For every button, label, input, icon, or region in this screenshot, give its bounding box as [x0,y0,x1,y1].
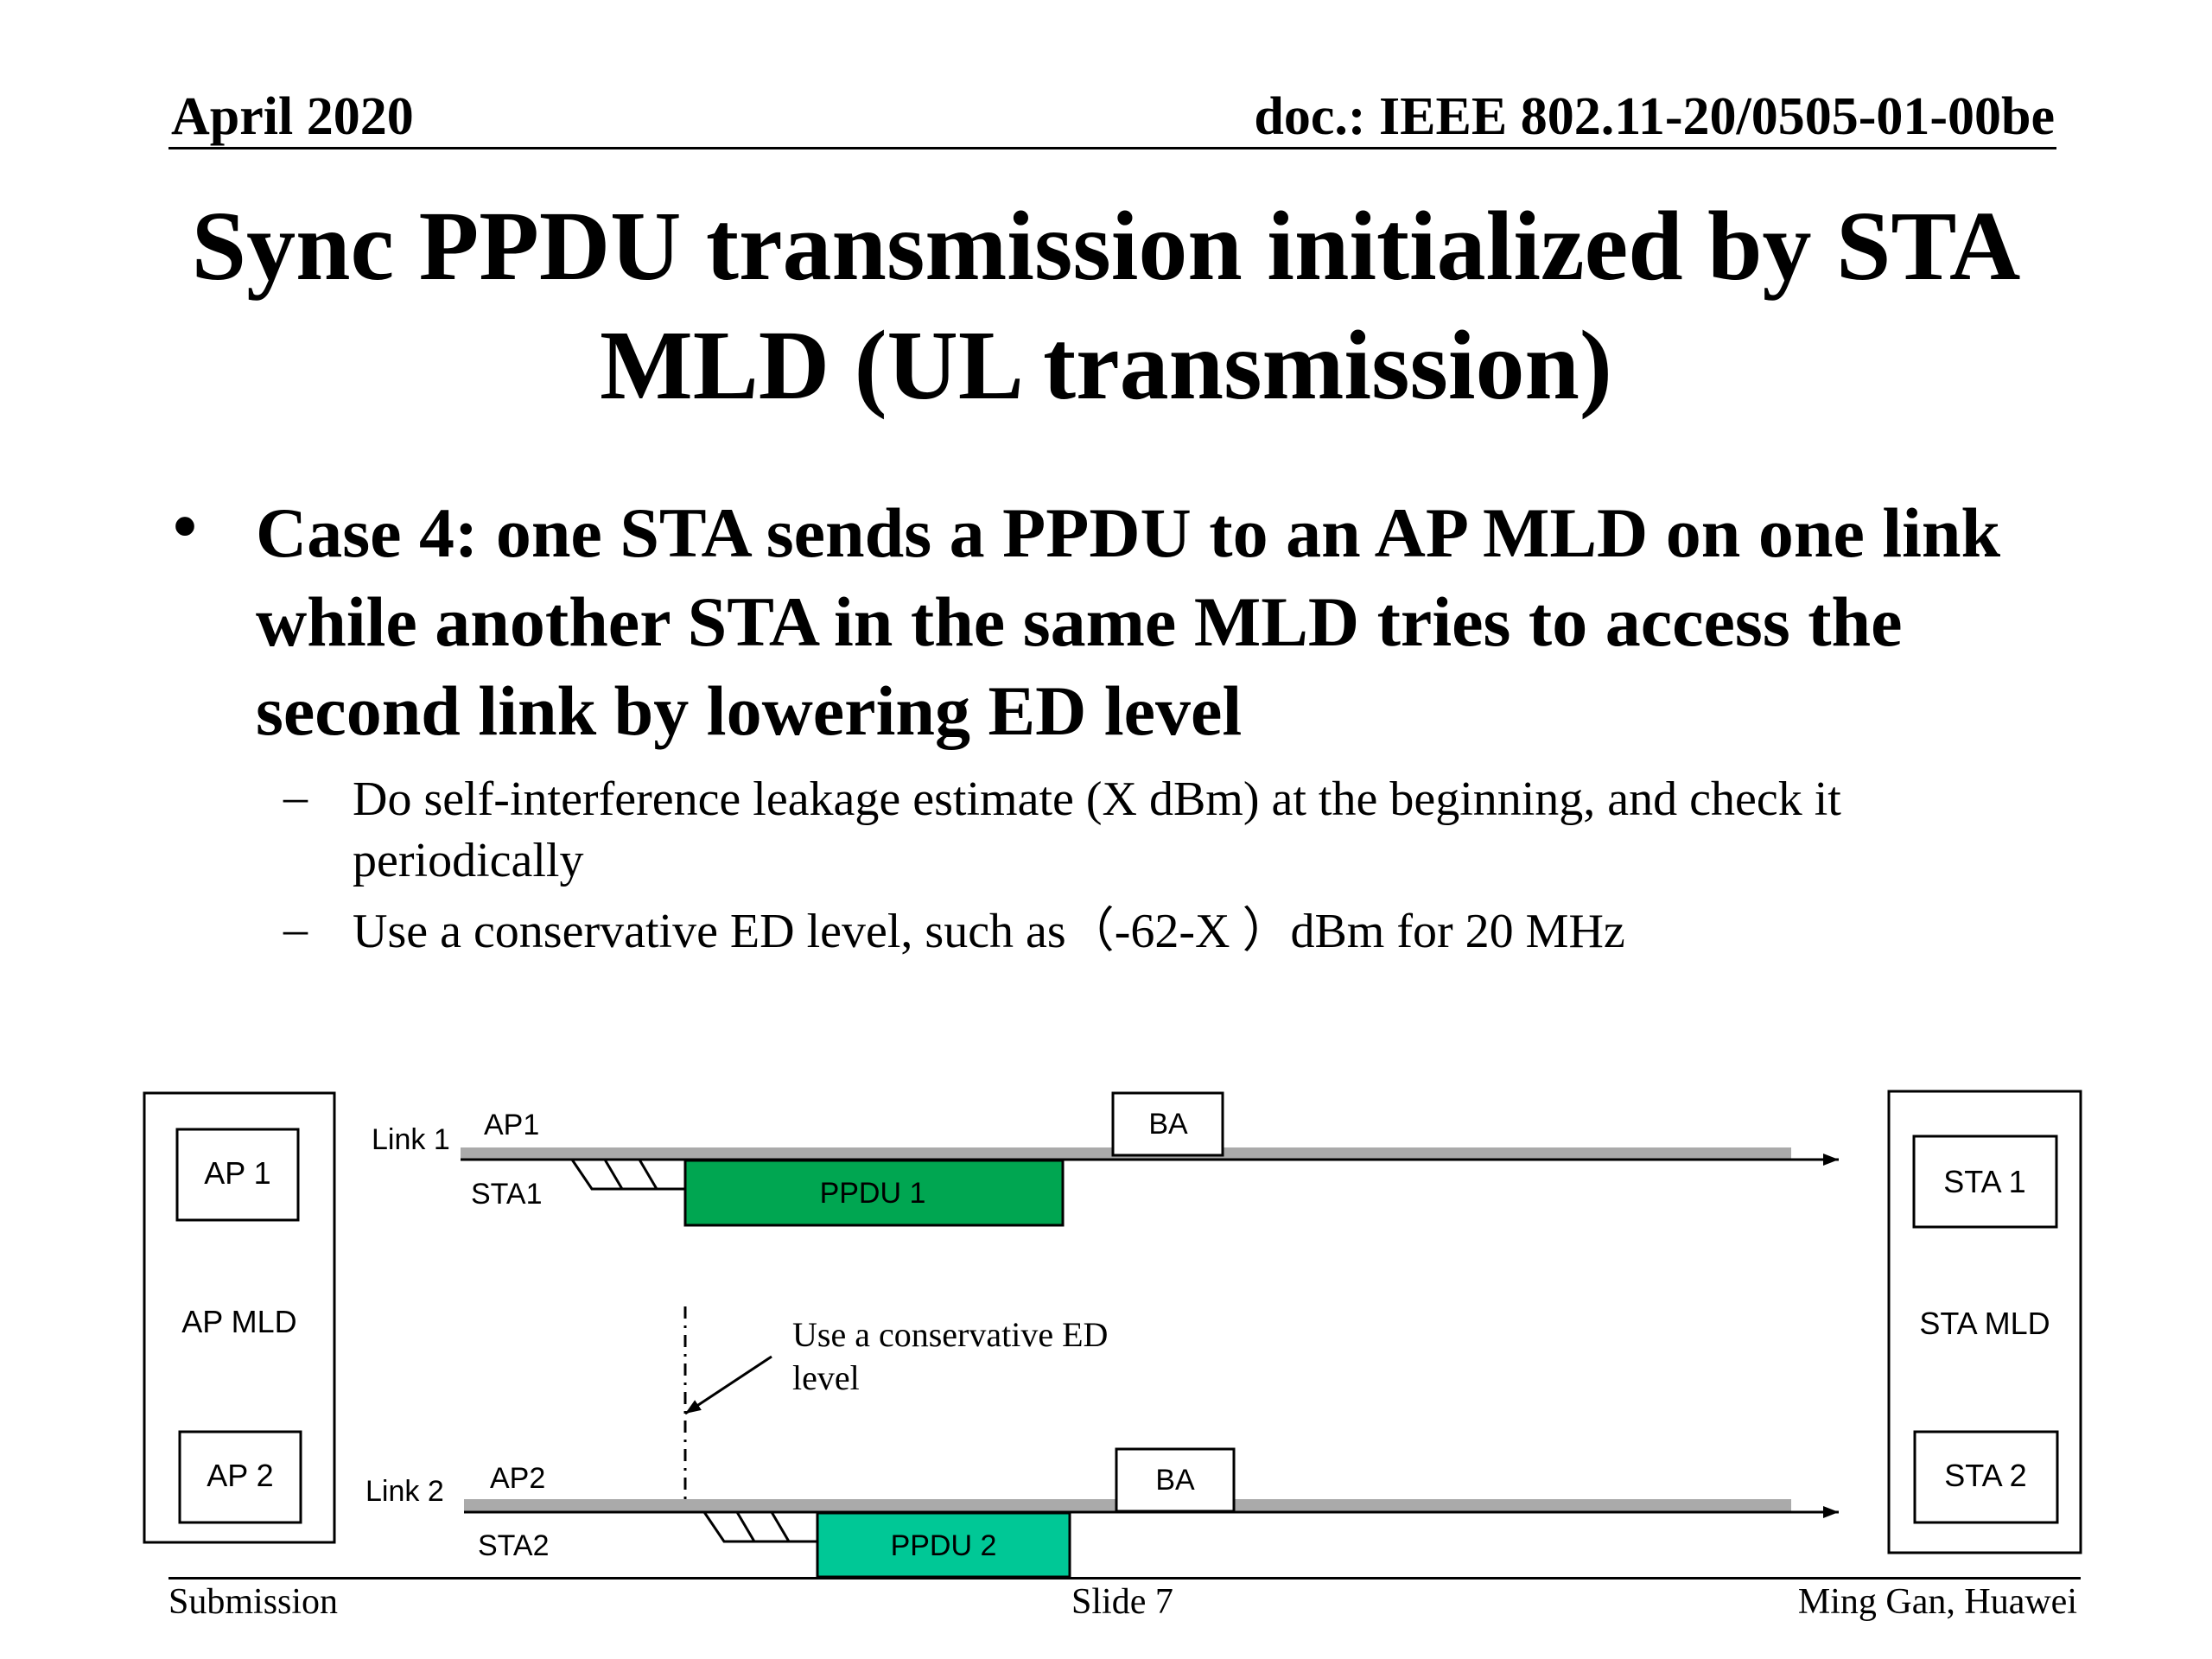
link2-ap-label: AP2 [490,1462,545,1495]
footer-rule [168,1577,2081,1580]
bullet-marker: • [173,489,198,565]
link1-ba-box [1111,1091,1224,1157]
link2-label: Link 2 [365,1475,444,1508]
sta2-label: STA 2 [1944,1458,2026,1493]
sta1-box [1912,1135,2058,1229]
slide-title: Sync PPDU transmission initialized by ST… [86,187,2126,425]
header-date: April 2020 [171,87,414,146]
ppdu1-block [683,1159,1065,1227]
ap2-box [178,1430,302,1524]
link2-backoff-slots [702,1511,821,1543]
sub-bullet-1: Do self-interference leakage estimate (X… [353,772,1841,887]
ap-mld-label: AP MLD [181,1304,296,1339]
ap1-label: AP 1 [204,1155,270,1191]
slide-title-line2: MLD (UL transmission) [600,310,1612,420]
footer-slide-number: Slide 7 [1071,1582,1173,1622]
header-rule [168,147,2056,149]
link2-sta-label: STA2 [478,1529,550,1562]
footer-author: Ming Gan, Huawei [1797,1582,2077,1622]
link2-ba-box [1115,1447,1236,1513]
ppdu2-label: PPDU 2 [891,1529,997,1562]
sub-bullet-2: Use a conservative ED level, such as（-62… [353,905,1625,958]
ppdu1-label: PPDU 1 [820,1177,926,1210]
ap2-label: AP 2 [207,1458,273,1493]
sta2-box [1913,1430,2059,1524]
link2-ba-label: BA [1155,1464,1195,1497]
annotation-arrow [684,1355,772,1415]
ap1-box [175,1128,300,1222]
header-doc-id: doc.: IEEE 802.11-20/0505-01-00be [1254,87,2055,146]
annotation-line2: level [792,1358,860,1397]
sta-mld-label: STA MLD [1919,1306,2050,1341]
link1-ba-label: BA [1148,1108,1188,1141]
sta1-label: STA 1 [1943,1164,2025,1199]
sub-bullet-marker: – [283,902,308,956]
link1-label: Link 1 [372,1123,450,1156]
link1-backoff-slots [570,1159,687,1191]
footer-left: Submission [168,1582,339,1622]
sub-bullet-marker: – [283,770,308,823]
annotation-line1: Use a conservative ED [792,1315,1108,1354]
link1-sta-label: STA1 [471,1178,543,1211]
bullet-main-text: Case 4: one STA sends a PPDU to an AP ML… [256,493,2001,750]
link1-ap-label: AP1 [484,1109,539,1141]
slide-title-line1: Sync PPDU transmission initialized by ST… [191,191,2021,301]
